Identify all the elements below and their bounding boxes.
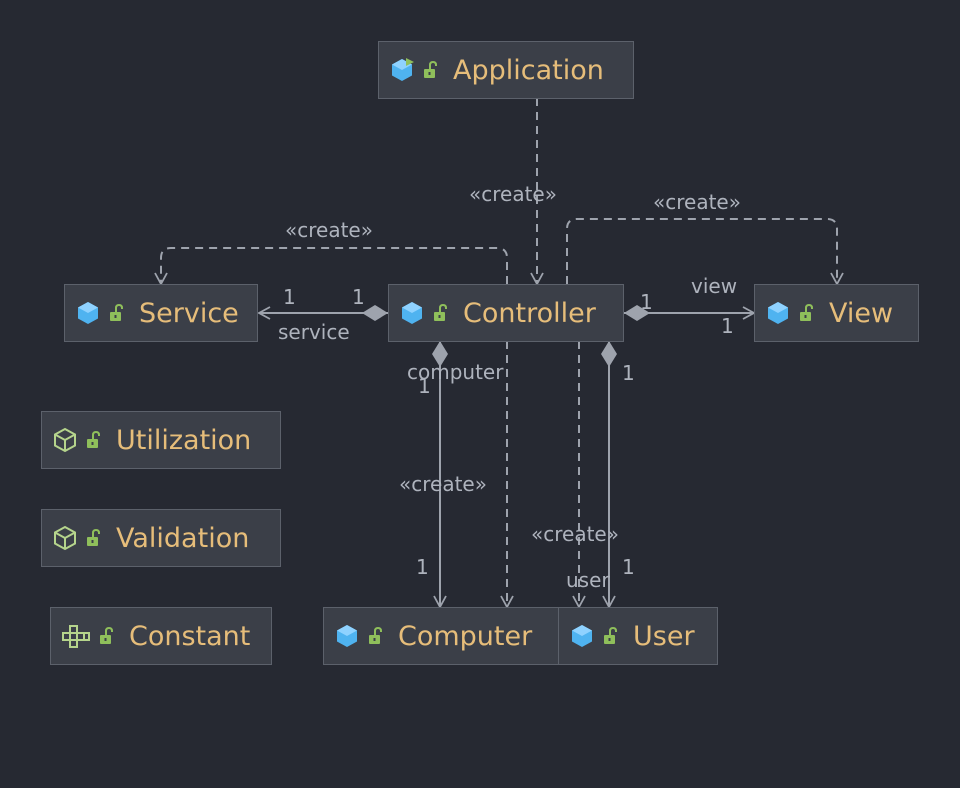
- package-icon: [52, 427, 78, 453]
- class-controller[interactable]: Controller: [388, 284, 624, 342]
- lock-open-icon: [601, 626, 621, 646]
- class-name: Application: [453, 54, 604, 86]
- class-name: User: [633, 620, 695, 652]
- enum-constant[interactable]: Constant: [50, 607, 272, 665]
- role-user: user: [566, 568, 610, 592]
- class-name: Utilization: [116, 424, 252, 456]
- multiplicity-service-left: 1: [283, 285, 296, 309]
- role-view: view: [691, 274, 738, 298]
- class-icon: [765, 300, 791, 326]
- class-name: Controller: [463, 297, 596, 329]
- composition-diamond-service: [362, 305, 388, 321]
- label-create-controller-service: «create»: [285, 218, 373, 242]
- edge-create-controller-view: [566, 218, 844, 286]
- multiplicity-computer-bottom: 1: [416, 555, 429, 579]
- package-utilization[interactable]: Utilization: [41, 411, 281, 469]
- class-icon: [569, 623, 595, 649]
- package-icon: [52, 525, 78, 551]
- class-name: Constant: [129, 620, 251, 652]
- lock-open-icon: [84, 528, 104, 548]
- class-service[interactable]: Service: [64, 284, 258, 342]
- class-application[interactable]: Application: [378, 41, 634, 99]
- composition-diamond-view: [624, 305, 650, 321]
- class-icon: [334, 623, 360, 649]
- label-create-controller-view: «create»: [653, 190, 741, 214]
- enum-icon: [61, 623, 91, 649]
- multiplicity-service-right: 1: [352, 285, 365, 309]
- label-create-controller-computer: «create»: [399, 472, 487, 496]
- multiplicity-user-top: 1: [622, 361, 635, 385]
- role-computer: computer: [407, 360, 504, 384]
- class-icon: [399, 300, 425, 326]
- package-validation[interactable]: Validation: [41, 509, 281, 567]
- lock-open-icon: [421, 60, 441, 80]
- lock-open-icon: [366, 626, 386, 646]
- class-view[interactable]: View: [754, 284, 919, 342]
- class-computer[interactable]: Computer: [323, 607, 559, 665]
- label-create-application-controller: «create»: [469, 182, 557, 206]
- label-create-controller-user: «create»: [531, 522, 619, 546]
- lock-open-icon: [84, 430, 104, 450]
- class-user[interactable]: User: [558, 607, 718, 665]
- composition-diamond-user: [601, 341, 617, 367]
- role-service: service: [278, 320, 350, 344]
- composition-diamond-computer: [432, 341, 448, 367]
- class-name: Validation: [116, 522, 250, 554]
- class-icon: [389, 57, 415, 83]
- edge-create-controller-service: [154, 247, 508, 286]
- class-icon: [75, 300, 101, 326]
- multiplicity-computer-top: 1: [418, 374, 431, 398]
- class-name: Service: [139, 297, 239, 329]
- lock-open-icon: [797, 303, 817, 323]
- multiplicity-view-left: 1: [640, 290, 653, 314]
- class-name: View: [829, 297, 894, 329]
- multiplicity-user-bottom: 1: [622, 555, 635, 579]
- lock-open-icon: [431, 303, 451, 323]
- multiplicity-view-right: 1: [721, 314, 734, 338]
- lock-open-icon: [97, 626, 117, 646]
- class-name: Computer: [398, 620, 533, 652]
- lock-open-icon: [107, 303, 127, 323]
